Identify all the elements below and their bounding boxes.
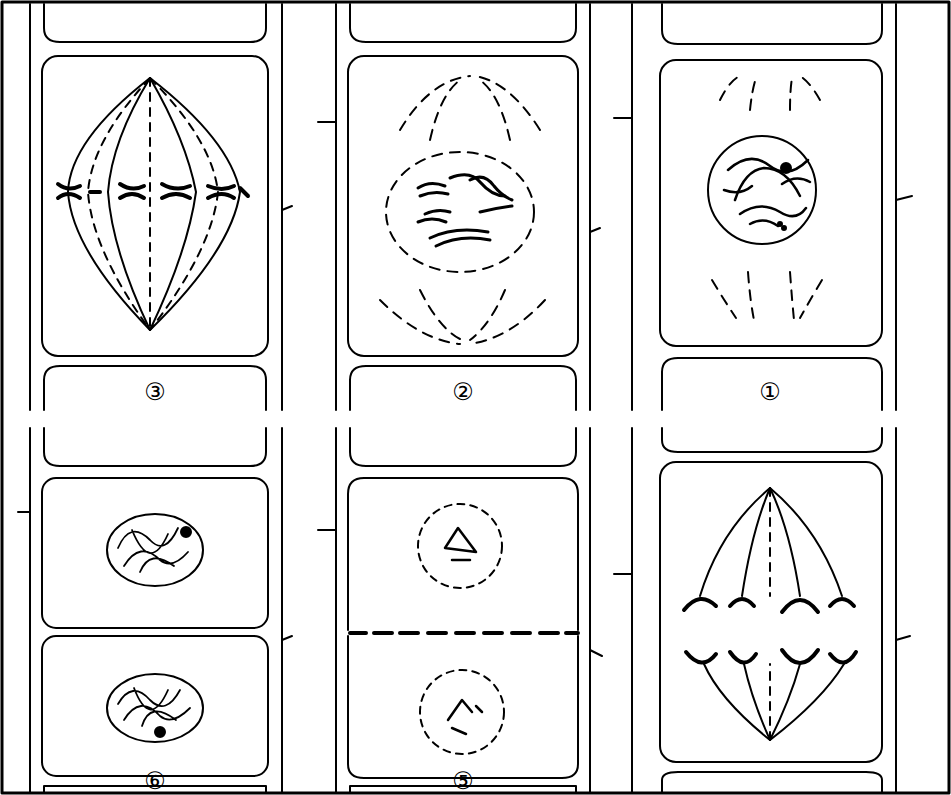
cell-walls-top — [30, 4, 912, 410]
interphase-daughters — [107, 514, 203, 742]
prophase-cell — [708, 76, 822, 320]
prometaphase-cell — [380, 76, 545, 344]
callout-number: ⑥ — [144, 769, 166, 793]
cell-outlines-bottom — [42, 428, 882, 792]
cell-walls-bottom — [18, 428, 910, 792]
callout-number: ② — [452, 380, 474, 404]
callout-number: ① — [759, 380, 781, 404]
telophase-cell — [350, 504, 578, 754]
metaphase-cell — [58, 78, 248, 330]
callout-number: ③ — [144, 380, 166, 404]
anaphase-cell — [684, 488, 856, 740]
cell-outlines-top — [42, 4, 882, 410]
callout-number: ⑤ — [452, 769, 474, 793]
